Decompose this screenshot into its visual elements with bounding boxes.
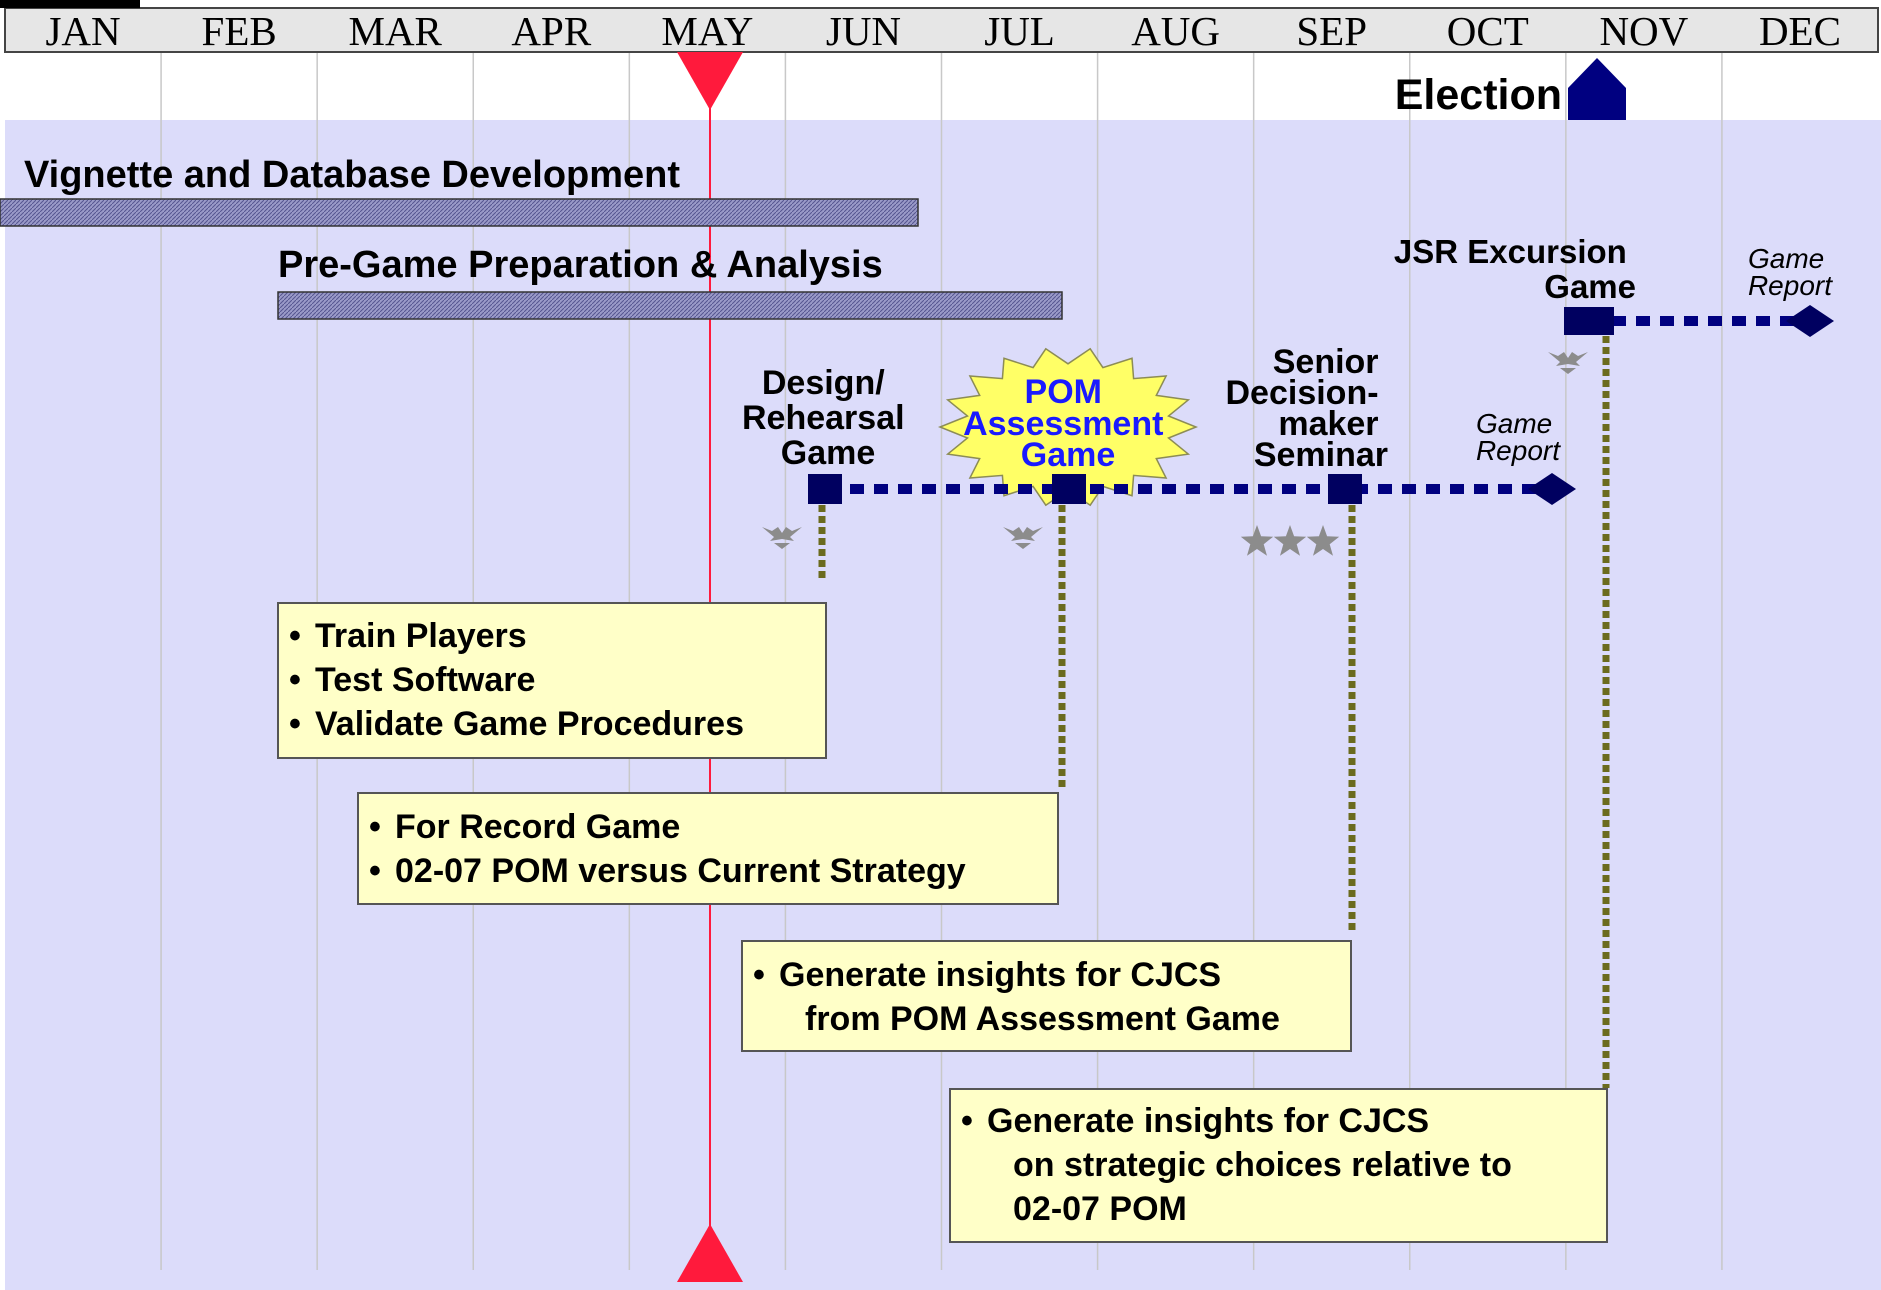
pom-assessment-burst — [937, 347, 1199, 507]
month-label: SEP — [1296, 8, 1367, 54]
event-timelines — [826, 316, 1802, 494]
bar-pregame — [277, 291, 1063, 320]
month-label: AUG — [1131, 8, 1220, 54]
bar-label-pregame: Pre-Game Preparation & Analysis — [278, 244, 883, 286]
note-item: from POM Assessment Game — [805, 1000, 1280, 1038]
note-item: 02-07 POM — [1013, 1190, 1187, 1228]
phase-bars: Vignette and Database Development Pre-Ga… — [0, 154, 1063, 320]
bar-label-vignette: Vignette and Database Development — [24, 154, 680, 196]
current-month-bottom-triangle — [677, 1224, 743, 1282]
month-label: MAR — [348, 8, 442, 54]
event-label-senior: Senior Decision- maker Seminar — [1226, 343, 1389, 474]
month-header — [4, 7, 1879, 53]
eagle-icon — [1003, 527, 1043, 549]
event-markers — [808, 305, 1834, 505]
event-marker-pom — [1052, 474, 1086, 504]
event-label-pom: POM Assessment Game — [963, 373, 1173, 474]
note-connectors — [818, 336, 1610, 1088]
report-diamond-oct — [1528, 473, 1576, 505]
note-item: Test Software — [279, 661, 825, 705]
eagle-icon — [1548, 352, 1588, 374]
election-milestone: Election — [1395, 58, 1626, 120]
report-diamond-dec — [1786, 305, 1834, 337]
month-label: JUN — [826, 8, 901, 54]
event-labels: Design/ Rehearsal Game POM Assessment Ga… — [742, 233, 1636, 474]
note-item: Generate insights for CJCS — [951, 1102, 1606, 1146]
month-labels: JAN FEB MAR APR MAY JUN JUL AUG SEP OCT NOV DEC — [45, 8, 1841, 54]
current-month-top-triangle — [677, 52, 743, 110]
note-item: 02-07 POM versus Current Strategy — [359, 852, 1057, 896]
rank-insignia — [762, 352, 1588, 556]
month-label: MAY — [661, 8, 753, 54]
event-marker-senior — [1328, 474, 1362, 504]
note-jsr-excursion: Generate insights for CJCS on strategic … — [949, 1088, 1608, 1243]
bar-vignette — [0, 198, 919, 227]
month-label: FEB — [202, 8, 277, 54]
report-labels: Game Report Game Report — [1476, 243, 1833, 466]
report-label-dec: Game Report — [1748, 243, 1833, 301]
star-icon — [1273, 525, 1307, 556]
corner-tab — [0, 0, 140, 8]
month-grid — [160, 52, 1723, 1270]
election-house-icon — [1568, 58, 1626, 120]
month-label: JAN — [45, 8, 120, 54]
note-senior-seminar: Generate insights for CJCS from POM Asse… — [741, 940, 1352, 1052]
star-icon — [1306, 525, 1340, 556]
month-label: APR — [511, 8, 591, 54]
event-label-jsr: JSR Excursion Game — [1394, 233, 1636, 305]
note-item: Train Players — [279, 617, 825, 661]
event-label-design: Design/ Rehearsal Game — [742, 364, 914, 472]
month-label: JUL — [984, 8, 1055, 54]
month-label: OCT — [1447, 8, 1529, 54]
note-pom-game: For Record Game 02-07 POM versus Current… — [357, 792, 1059, 905]
month-label: NOV — [1599, 8, 1688, 54]
event-marker-jsr — [1564, 307, 1614, 335]
note-design-game: Train Players Test Software Validate Gam… — [277, 602, 827, 759]
report-label-oct: Game Report — [1476, 408, 1561, 466]
note-item: Generate insights for CJCS — [743, 956, 1350, 1000]
eagle-icon — [762, 527, 802, 549]
event-marker-design — [808, 474, 842, 504]
three-stars-icon — [1240, 525, 1340, 556]
star-icon — [1240, 525, 1274, 556]
month-label: DEC — [1759, 8, 1841, 54]
note-item: Validate Game Procedures — [279, 705, 825, 749]
note-item: For Record Game — [359, 808, 1057, 852]
note-item: on strategic choices relative to — [1013, 1146, 1512, 1184]
election-label: Election — [1395, 71, 1562, 119]
